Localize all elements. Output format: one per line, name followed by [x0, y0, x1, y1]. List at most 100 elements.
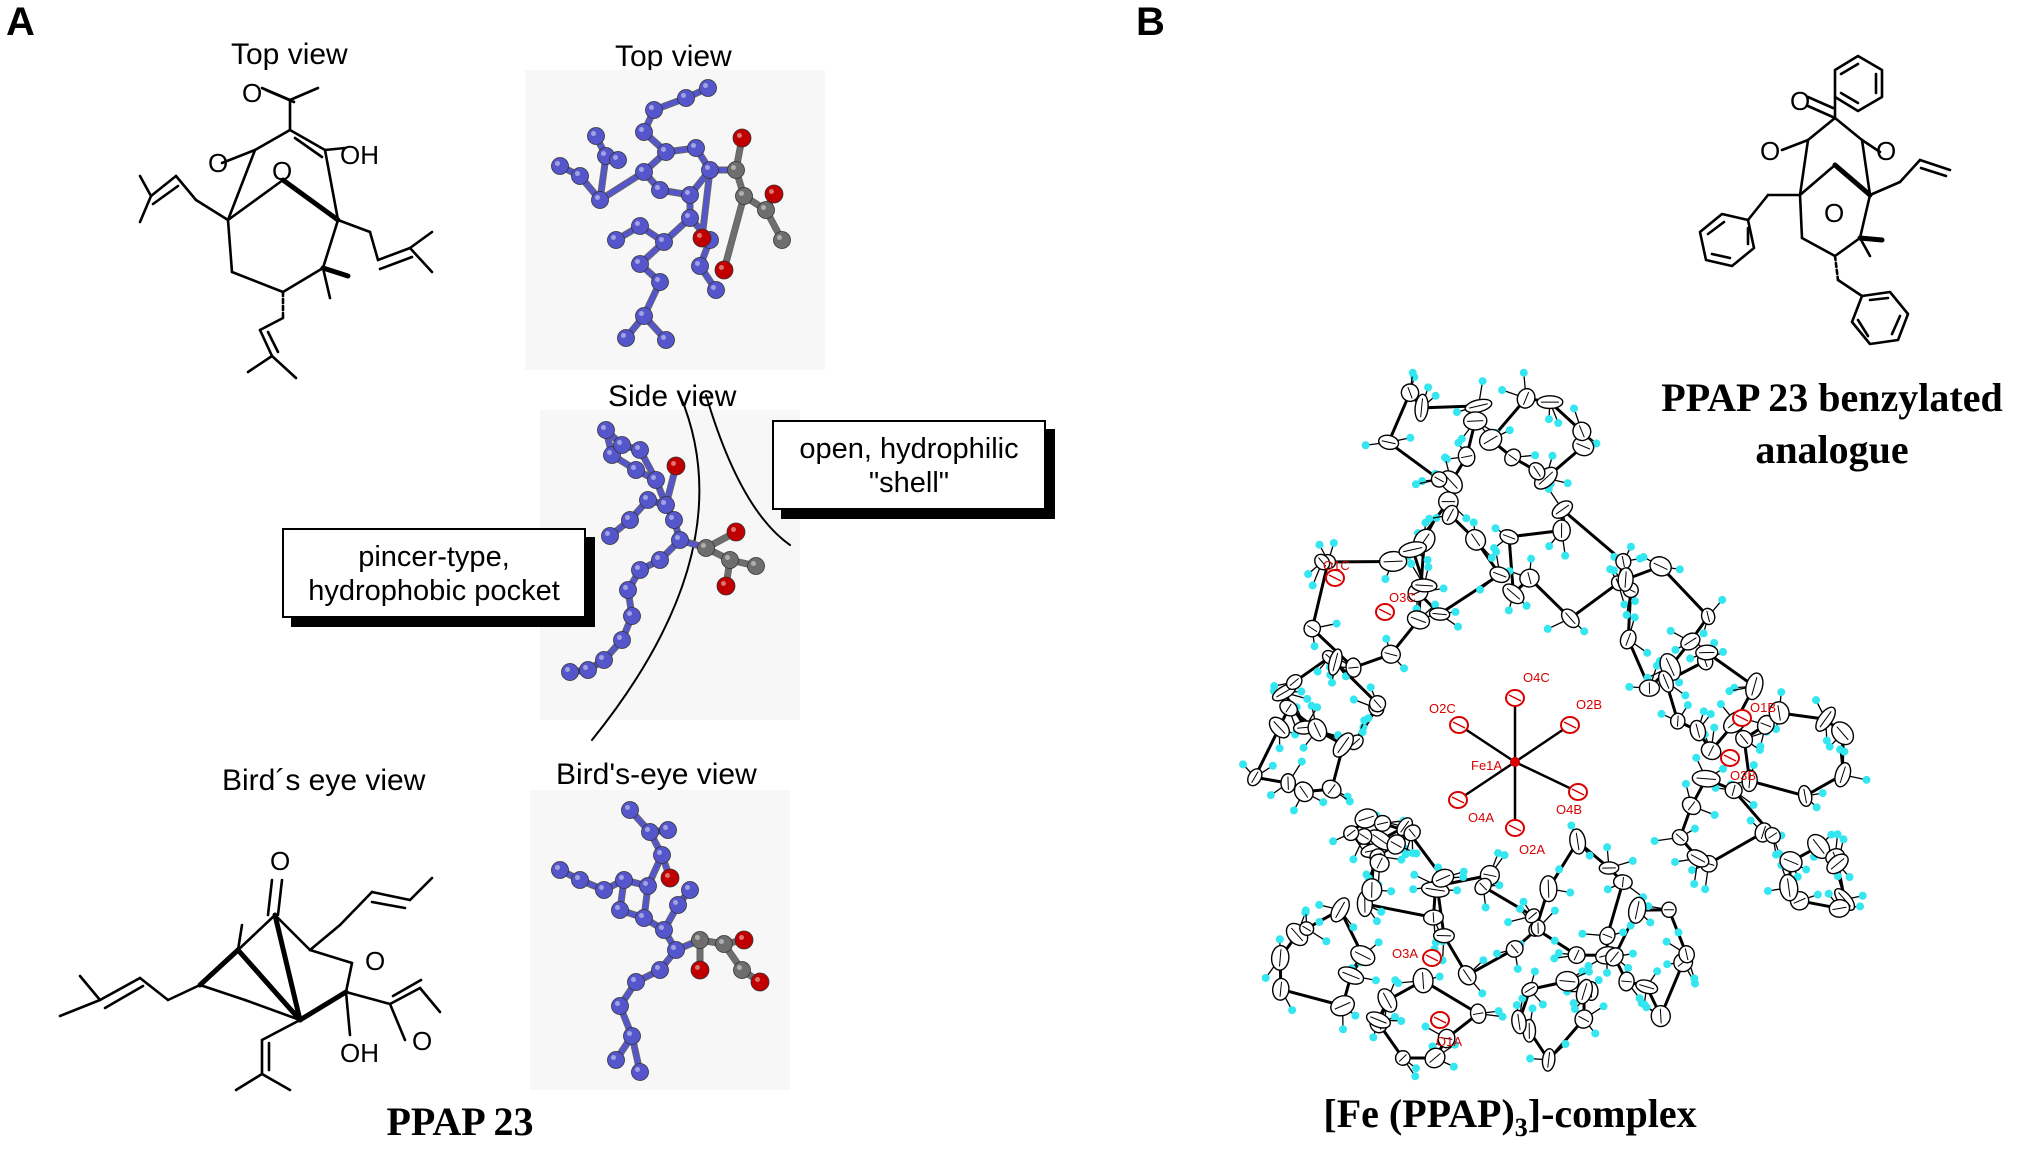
ortep-carbon-axis — [1653, 562, 1668, 571]
ortep-carbon-axis — [1332, 652, 1339, 672]
ortep-hydrogen — [1749, 800, 1758, 809]
model-atom-highlight — [621, 333, 626, 338]
model-atom-highlight — [703, 83, 708, 88]
ortep-hydrogen — [1364, 714, 1373, 723]
ortep-carbon-axis — [1400, 820, 1410, 833]
model-atom — [716, 576, 736, 596]
ortep-hydrogen — [1457, 434, 1466, 443]
model-atom — [651, 551, 669, 569]
ortep-carbon-axis — [1381, 440, 1396, 445]
model-atom — [727, 161, 745, 179]
ortep-carbon-axis — [1533, 465, 1541, 477]
ortep-hydrogen — [1630, 613, 1639, 622]
ortep-hydrogen — [1327, 678, 1336, 687]
model-atom-highlight — [599, 885, 604, 890]
model-atom — [617, 329, 635, 347]
ortep-carbon-axis — [1768, 832, 1778, 839]
model-atom — [631, 217, 649, 235]
ortep-hydrogen — [1862, 775, 1871, 784]
ortep-hydrogen — [1528, 1004, 1537, 1013]
ortep-hydrogen — [1476, 585, 1485, 594]
model-atom — [607, 231, 625, 249]
ortep-oxygen-axis — [1508, 694, 1522, 702]
ortep-hydrogen — [1699, 707, 1708, 716]
model-atom-highlight — [755, 977, 760, 982]
model-atom — [645, 101, 663, 119]
ortep-hydrogen — [1495, 881, 1504, 890]
ortep-hydrogen — [1452, 408, 1461, 417]
model-atom-highlight — [615, 1001, 620, 1006]
ortep-bond — [1438, 573, 1501, 616]
ortep-hydrogen — [1441, 453, 1450, 462]
ortep-hydrogen — [1777, 688, 1786, 697]
ortep-hydrogen — [1530, 967, 1539, 976]
model-atom — [681, 209, 699, 227]
model-atom — [692, 228, 712, 248]
ortep-hydrogen — [1555, 865, 1564, 874]
ortep-hydrogen — [1725, 687, 1734, 696]
model-atom-highlight — [731, 165, 736, 170]
ortep-carbon-axis — [1659, 1008, 1662, 1024]
ortep-atom-label: O2A — [1519, 842, 1545, 857]
model-atom-highlight — [635, 565, 640, 570]
ortep-hydrogen — [1793, 872, 1802, 881]
model-atom-highlight — [673, 900, 678, 905]
ortep-hydrogen — [1686, 654, 1695, 663]
model-atom — [597, 421, 615, 439]
ortep-hydrogen — [1640, 1000, 1649, 1009]
ortep-hydrogen — [1531, 451, 1540, 460]
ortep-hydrogen — [1662, 937, 1671, 946]
model-atom-highlight — [607, 450, 612, 455]
model-atom — [595, 651, 613, 669]
ortep-atom-label: O4B — [1556, 802, 1582, 817]
model-atom-highlight — [777, 235, 782, 240]
ortep-hydrogen — [1566, 888, 1575, 897]
ortep-hydrogen — [1275, 935, 1284, 944]
model-bond — [699, 169, 713, 239]
model-atom-highlight — [661, 335, 666, 340]
ortep-hydrogen — [1289, 806, 1298, 815]
model-atom-highlight — [685, 190, 690, 195]
model-atom — [681, 186, 699, 204]
model-atom-highlight — [635, 221, 640, 226]
ortep-hydrogen — [1469, 518, 1478, 527]
ortep-hydrogen — [1313, 667, 1322, 676]
model-atom — [651, 961, 669, 979]
ortep-hydrogen — [1411, 1072, 1420, 1081]
model-atom — [631, 561, 649, 579]
model-atom — [657, 143, 675, 161]
ortep-hydrogen — [1818, 789, 1827, 798]
model-atom — [591, 191, 609, 209]
ortep-hydrogen — [1372, 917, 1381, 926]
ortep-hydrogen — [1699, 629, 1708, 638]
model-atom — [659, 821, 677, 839]
model-atom-highlight — [639, 913, 644, 918]
ortep-carbon-axis — [1335, 901, 1346, 919]
ortep-hydrogen — [1301, 906, 1310, 915]
ortep-atom-label: O4C — [1523, 670, 1550, 685]
ortep-carbon-axis — [1502, 534, 1516, 540]
model-atom — [747, 557, 765, 575]
ortep-hydrogen — [1585, 851, 1594, 860]
model-atom — [653, 846, 671, 864]
ortep-hydrogen — [1319, 798, 1328, 807]
ortep-carbon-axis — [1279, 981, 1283, 997]
ortep-hydrogen — [1505, 426, 1514, 435]
model-atom-highlight — [601, 151, 606, 156]
ortep-hydrogen — [1408, 368, 1417, 377]
ortep-carbon-axis — [1581, 983, 1588, 1001]
model-atom — [669, 896, 687, 914]
ortep-atom-label: O3A — [1392, 946, 1418, 961]
ortep-hydrogen — [1746, 816, 1755, 825]
model-atom — [773, 231, 791, 249]
ortep-hydrogen — [1554, 418, 1563, 427]
model-atom — [665, 511, 683, 529]
ortep-hydrogen — [1406, 433, 1415, 442]
model-atom-highlight — [721, 581, 726, 586]
ortep-hydrogen — [1381, 574, 1390, 583]
ortep-hydrogen — [1544, 415, 1553, 424]
ortep-hydrogen — [1498, 1012, 1507, 1021]
model-atom — [611, 997, 629, 1015]
ortep-carbon-axis — [1479, 882, 1488, 891]
